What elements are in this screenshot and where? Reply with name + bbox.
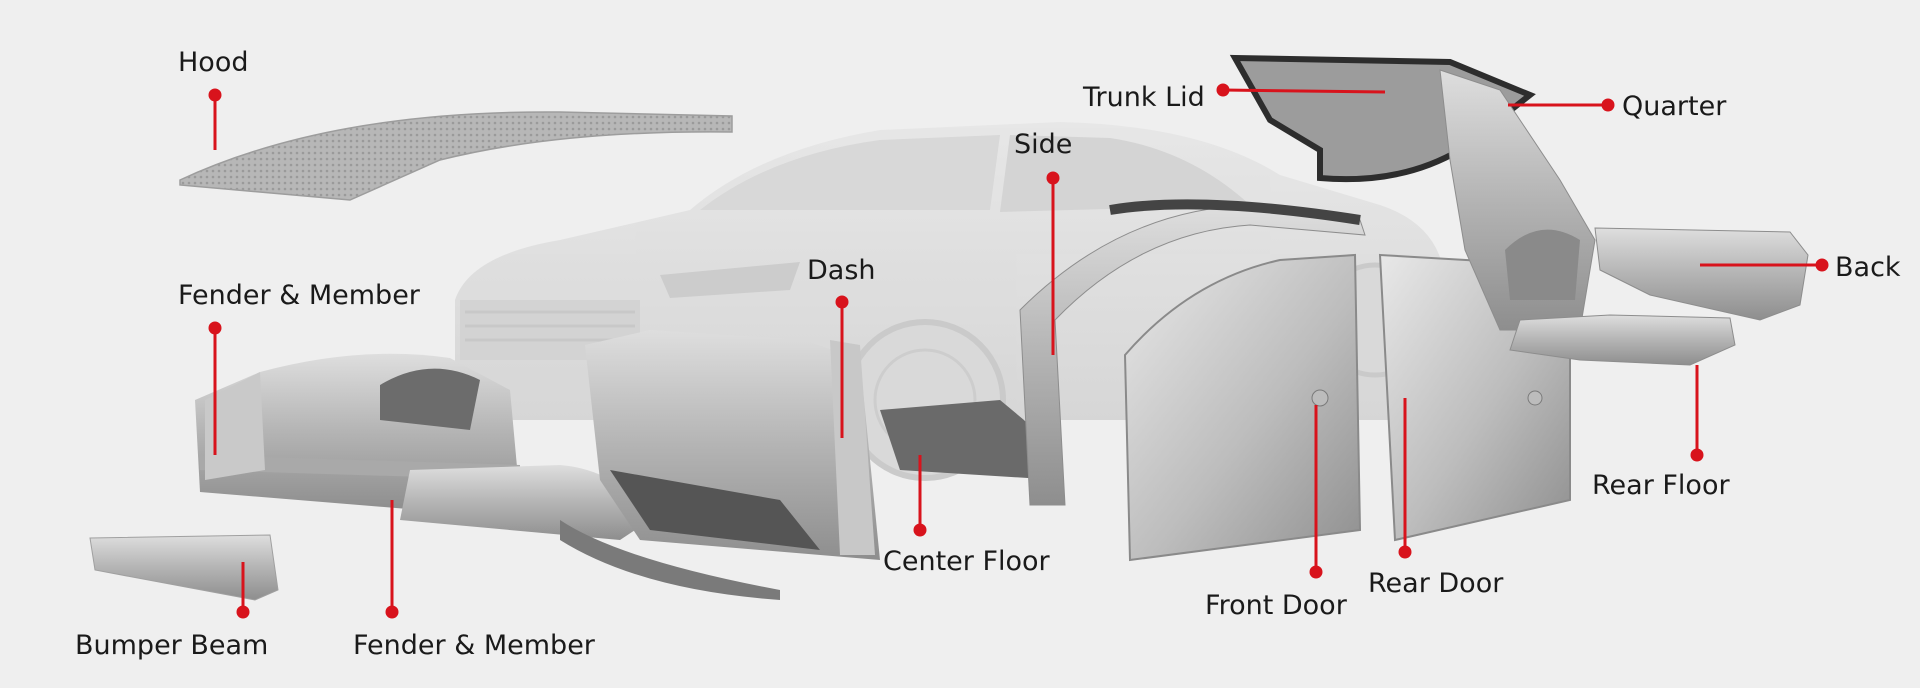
trunk-lid-label: Trunk Lid bbox=[1083, 82, 1205, 113]
side-frame-part bbox=[1019, 204, 1366, 506]
hood-leader bbox=[208, 88, 222, 150]
fender-member-upper-leader bbox=[208, 321, 222, 455]
center-floor-label: Center Floor bbox=[883, 546, 1050, 577]
rear-floor-leader bbox=[1690, 365, 1704, 462]
rear-door-label: Rear Door bbox=[1368, 568, 1504, 599]
center-floor-part bbox=[880, 400, 1060, 480]
hood-label: Hood bbox=[178, 47, 249, 78]
rear-door-leader bbox=[1398, 398, 1412, 559]
fender-member-lower-leader bbox=[385, 500, 399, 619]
fender-member-upper-label: Fender & Member bbox=[178, 280, 420, 311]
back-panel-part bbox=[1594, 227, 1809, 321]
front-door-leader bbox=[1309, 405, 1323, 579]
front-fender-member-assembly bbox=[195, 353, 780, 600]
center-floor-leader bbox=[913, 455, 927, 537]
hood-panel bbox=[179, 111, 733, 201]
side-roof-rail bbox=[1109, 199, 1361, 225]
dash-assembly bbox=[585, 330, 880, 560]
rear-floor-label: Rear Floor bbox=[1592, 470, 1730, 501]
dash-label: Dash bbox=[807, 255, 876, 286]
front-door-part bbox=[1123, 253, 1362, 562]
fender-member-lower-label: Fender & Member bbox=[353, 630, 595, 661]
front-door-label: Front Door bbox=[1205, 590, 1347, 621]
side-leader bbox=[1046, 171, 1060, 355]
quarter-leader bbox=[1508, 98, 1615, 112]
side-label: Side bbox=[1014, 129, 1073, 160]
quarter-label: Quarter bbox=[1622, 91, 1727, 122]
bumper-beam-part bbox=[89, 534, 279, 601]
bumper-beam-leader bbox=[236, 562, 250, 619]
rear-floor-part bbox=[1509, 314, 1736, 366]
back-leader bbox=[1700, 258, 1829, 272]
bumper-beam-label: Bumper Beam bbox=[75, 630, 269, 661]
trunk-lid-leader bbox=[1216, 83, 1386, 97]
dash-leader bbox=[835, 295, 849, 438]
leader-lines bbox=[208, 83, 1829, 619]
back-label: Back bbox=[1835, 252, 1901, 283]
